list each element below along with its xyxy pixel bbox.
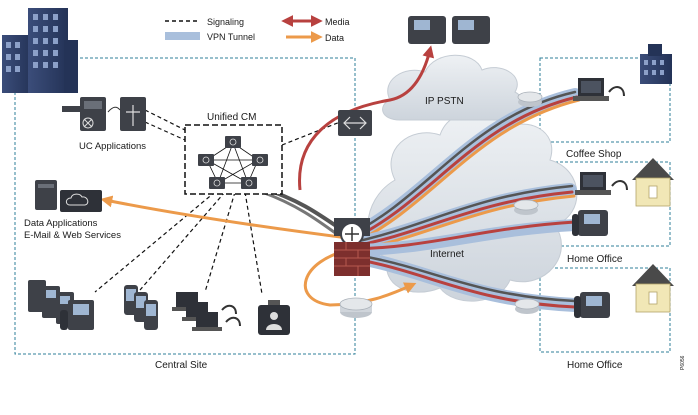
signaling-lines: [94, 109, 341, 295]
internet-label: Internet: [430, 249, 464, 260]
coffee-shop-router-icon: [517, 91, 543, 107]
coffee-shop-building-icon: [640, 44, 672, 84]
legend-media-label: Media: [325, 17, 350, 27]
home-office-2-house-icon: [632, 264, 674, 313]
unified-cm-label: Unified CM: [207, 112, 256, 123]
legend-signaling-label: Signaling: [207, 17, 244, 27]
unified-cm-cluster: [184, 124, 283, 195]
figure-id-label: P6056: [680, 355, 686, 370]
home-office-2-router-icon: [514, 298, 540, 314]
ip-pstn-label: IP PSTN: [425, 96, 464, 107]
uc-applications-label: UC Applications: [79, 141, 146, 152]
legend-data-label: Data: [325, 33, 344, 43]
home-office-2-label: Home Office: [567, 360, 623, 371]
softphone-laptop-group-icon: [172, 292, 241, 331]
video-endpoint-icon: [258, 300, 290, 335]
media-to-pstn: [298, 45, 435, 191]
central-router-icon: [339, 297, 373, 318]
legend: Signaling VPN Tunnel Media Data: [165, 15, 350, 43]
data-applications-label-2: E-Mail & Web Services: [24, 230, 121, 241]
uc-applications-icon: [62, 97, 146, 131]
data-applications-icon: [35, 180, 102, 212]
home-office-1-laptop-icon: [575, 172, 628, 195]
coffee-shop-label: Coffee Shop: [566, 149, 622, 160]
data-applications-label-1: Data Applications: [24, 218, 98, 229]
vpn-firewall-icon: [334, 218, 370, 276]
home-office-2-phone-icon: [574, 292, 610, 318]
voice-gateway-icon: [338, 110, 372, 136]
central-site-label: Central Site: [155, 360, 208, 371]
bundle-home-office-1-phone: [344, 219, 581, 256]
ip-pstn-cloud: [382, 54, 525, 121]
home-office-1-house-icon: [632, 158, 674, 207]
legend-vpn-label: VPN Tunnel: [207, 32, 255, 42]
data-to-applications: [100, 195, 349, 240]
bundle-home-office-1: [343, 183, 577, 253]
mobile-device-group-icon: [124, 285, 158, 330]
pstn-phones-icon: [408, 16, 490, 44]
central-site-boundary: [14, 57, 356, 355]
home-office-1-router-icon: [513, 199, 539, 215]
central-site-building-icon: [2, 8, 78, 93]
home-office-1-label: Home Office: [567, 254, 623, 265]
coffee-shop-laptop-icon: [573, 78, 625, 101]
home-office-1-phone-icon: [572, 210, 608, 236]
data-to-internet: [303, 248, 417, 307]
legend-vpn-swatch: [165, 32, 200, 40]
ip-phone-group-icon: [28, 280, 94, 330]
